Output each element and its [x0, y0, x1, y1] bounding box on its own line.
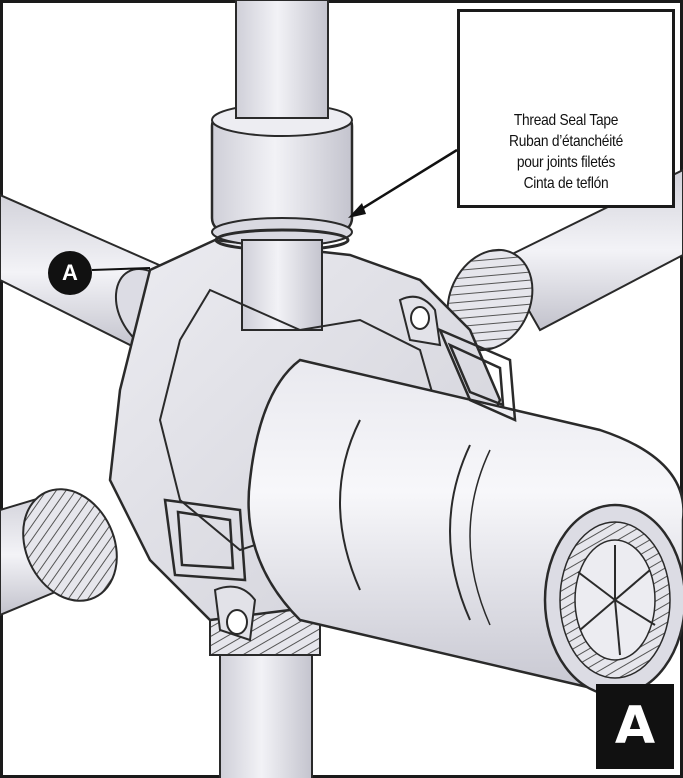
pointer-label-a: A: [48, 251, 92, 295]
callout-line-en: Thread Seal Tape: [513, 112, 619, 129]
cartridge-star: [577, 545, 656, 656]
clip-right: [437, 327, 517, 422]
clip-left: [163, 498, 247, 582]
figure-label-a: A: [596, 684, 674, 769]
callout-line-fr1: Ruban d’étanchéité: [509, 133, 623, 150]
thread-seal-tape-callout: Thread Seal Tape Ruban d’étanchéité pour…: [457, 9, 675, 208]
mounting-ear-bottom: [213, 585, 257, 642]
label-a-leader: [91, 267, 151, 271]
pipe-bottom: [219, 649, 313, 778]
thread-lower-left: [22, 488, 118, 602]
callout-line-fr2: pour joints filetés: [516, 154, 616, 171]
callout-text: Thread Seal Tape Ruban d’étanchéité pour…: [460, 110, 672, 194]
callout-line-es: Cinta de teflón: [523, 175, 609, 192]
callout-leader: [354, 148, 458, 215]
mounting-ear-right: [398, 295, 442, 347]
